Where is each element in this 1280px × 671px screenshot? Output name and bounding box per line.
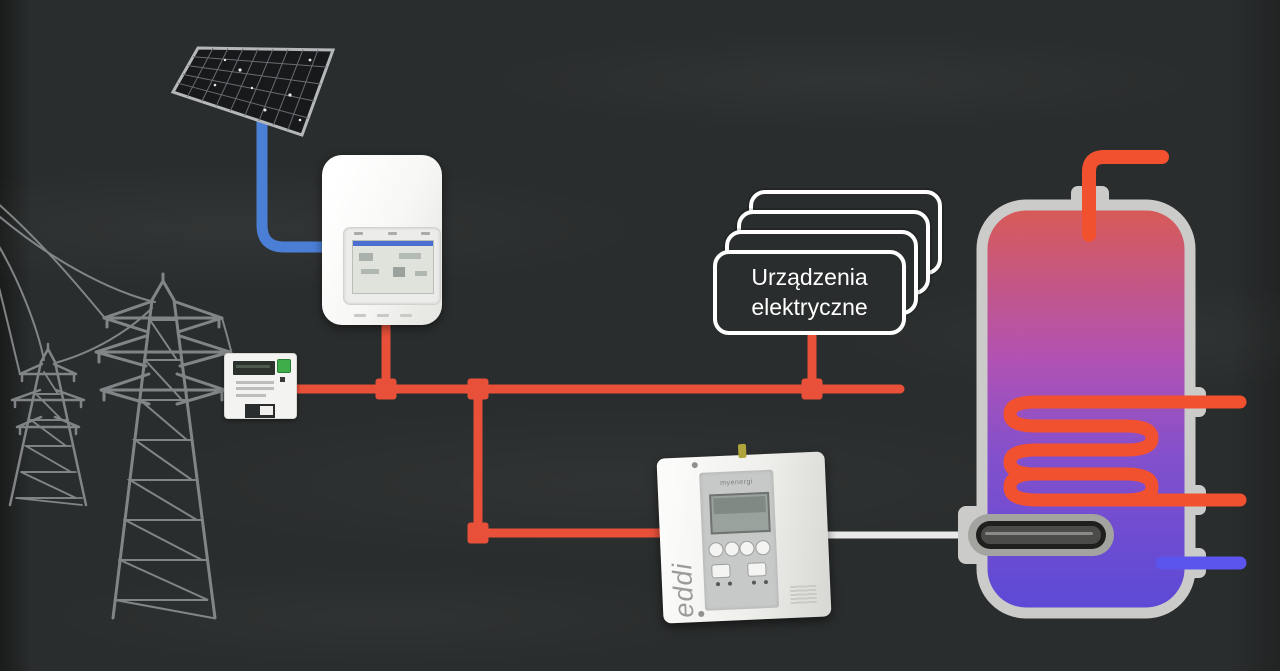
junction-inverter — [375, 378, 397, 400]
eddi-lcd — [709, 491, 771, 535]
solar-panel-icon — [170, 46, 336, 137]
meter-terminal-cover — [245, 404, 275, 418]
solar-dc-cable — [256, 109, 336, 253]
power-lines-icon — [0, 204, 245, 403]
inverter-ports — [354, 314, 412, 317]
pylon-small-icon — [8, 342, 88, 507]
meter-lcd — [233, 361, 275, 375]
eddi-boost-button-2 — [747, 562, 767, 577]
heating-coil — [1003, 395, 1247, 507]
devices-card-front: Urządzenia elektryczne — [713, 250, 906, 335]
eddi-maker-logo: myenergi — [720, 478, 754, 487]
junction-branch — [467, 378, 489, 400]
solar-inverter — [322, 155, 442, 325]
inverter-screen-buttons — [354, 232, 430, 235]
eddi-front-panel: myenergi — [699, 469, 780, 611]
meter-indicator-dot — [280, 377, 285, 382]
meter-green-button — [277, 359, 291, 373]
inverter-screen — [343, 227, 441, 305]
devices-label: Urządzenia elektryczne — [751, 263, 868, 320]
eddi-boost-button — [711, 563, 731, 579]
eddi-screw-top — [691, 461, 698, 469]
immersion-heater — [968, 514, 1114, 556]
eddi-rating-sticker — [790, 584, 817, 605]
hot-water-outlet-pipe — [1082, 150, 1169, 242]
energy-meter — [224, 353, 297, 419]
eddi-buttons — [708, 539, 771, 558]
junction-eddi — [467, 522, 489, 544]
eddi-diverter: myenergi eddi — [656, 443, 832, 624]
eddi-brand-logo: eddi — [667, 562, 700, 619]
cable-junctions — [375, 378, 823, 544]
inverter-display — [352, 240, 434, 294]
power-pylons — [0, 204, 245, 620]
eddi-antenna — [737, 443, 747, 459]
pylon-large-icon — [94, 272, 232, 620]
junction-devices — [801, 378, 823, 400]
eddi-branch-cable — [473, 389, 668, 538]
hot-water-tank — [958, 150, 1247, 619]
